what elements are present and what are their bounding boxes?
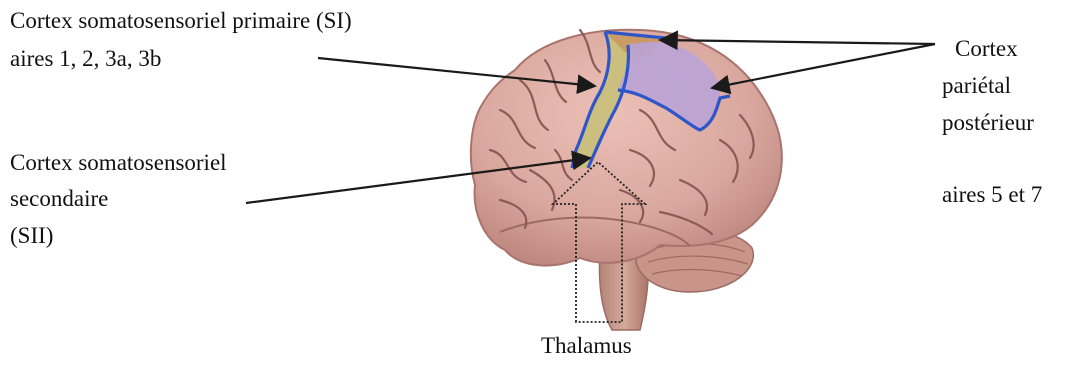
ppc-arrow-2 bbox=[712, 44, 935, 88]
